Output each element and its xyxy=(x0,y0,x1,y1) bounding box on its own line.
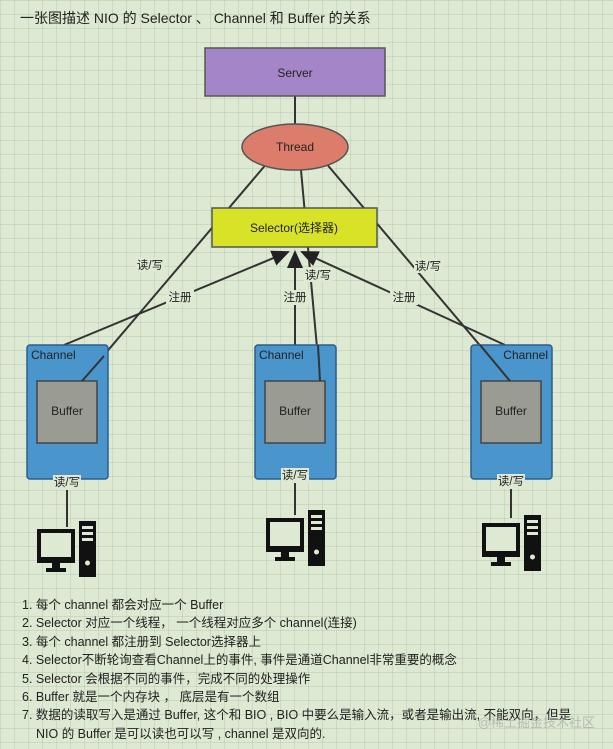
computer-icon xyxy=(266,510,325,566)
computer-icon xyxy=(482,515,541,571)
buffer-label: Buffer xyxy=(51,404,83,418)
buffer-label: Buffer xyxy=(279,404,311,418)
thread-buffer-left-overlay xyxy=(81,355,105,382)
thread-ellipse xyxy=(241,123,349,171)
note-item: 4. Selector不断轮询查看Channel上的事件, 事件是通道Chann… xyxy=(22,653,457,668)
edge-label-read-write-computer-middle: 读/写 xyxy=(282,468,308,482)
note-item: 1. 每个 channel 都会对应一个 Buffer xyxy=(22,598,224,612)
selector-box xyxy=(211,207,378,248)
note-item: NIO 的 Buffer 是可以读也可以写 , channel 是双向的. xyxy=(36,726,326,741)
edge-label-read-write-computer-left: 读/写 xyxy=(54,475,80,489)
edge-label-read-write-middle: 读/写 xyxy=(305,268,331,282)
thread-buffer-right-overlay xyxy=(479,344,511,382)
thread-buffer-left-line xyxy=(81,161,269,382)
edge-label-read-write-left: 读/写 xyxy=(137,258,163,272)
buffer-box xyxy=(264,380,326,444)
note-item: 3. 每个 channel 都注册到 Selector选择器上 xyxy=(22,634,261,649)
edge-label-register-right: 注册 xyxy=(393,290,416,304)
watermark: @稀土掘金技术社区 xyxy=(477,715,595,730)
edge-label-register-left: 注册 xyxy=(169,290,192,304)
edge-label-read-write-right: 读/写 xyxy=(415,259,441,273)
buffer-box xyxy=(480,380,542,444)
note-item: 2. Selector 对应一个线程， 一个线程对应多个 channel(连接) xyxy=(22,616,357,631)
channel-label: Channel xyxy=(31,348,76,362)
server-label: Server xyxy=(277,66,312,80)
channel-label: Channel xyxy=(259,348,304,362)
selector-label: Selector(选择器) xyxy=(250,221,338,235)
notes-list: 1. 每个 channel 都会对应一个 Buffer 2. Selector … xyxy=(22,596,607,743)
channel-right: Channel Buffer xyxy=(470,344,553,480)
buffer-box xyxy=(36,380,98,444)
edge-label-register-middle: 注册 xyxy=(284,290,307,304)
edge-label-read-write-computer-right: 读/写 xyxy=(498,474,524,488)
thread-buffer-middle-overlay xyxy=(317,344,321,382)
thread-label: Thread xyxy=(276,140,314,154)
note-item: 7. 数据的读取写入是通过 Buffer, 这个和 BIO , BIO 中要么是… xyxy=(22,708,572,723)
nio-diagram: Server Thread Selector(选择器) Channel Buff… xyxy=(26,47,553,577)
page-title: 一张图描述 NIO 的 Selector 、 Channel 和 Buffer … xyxy=(20,10,371,26)
channel-middle: Channel Buffer xyxy=(254,344,337,480)
channel-left: Channel Buffer xyxy=(26,344,109,480)
computer-icon xyxy=(37,521,96,577)
buffer-label: Buffer xyxy=(495,404,527,418)
server-box xyxy=(204,47,386,97)
channel-label: Channel xyxy=(503,348,548,362)
note-item: 6. Buffer 就是一个内存块 ， 底层是有一个数组 xyxy=(22,690,280,705)
note-item: 5. Selector 会根据不同的事件，完成不同的处理操作 xyxy=(22,671,311,686)
